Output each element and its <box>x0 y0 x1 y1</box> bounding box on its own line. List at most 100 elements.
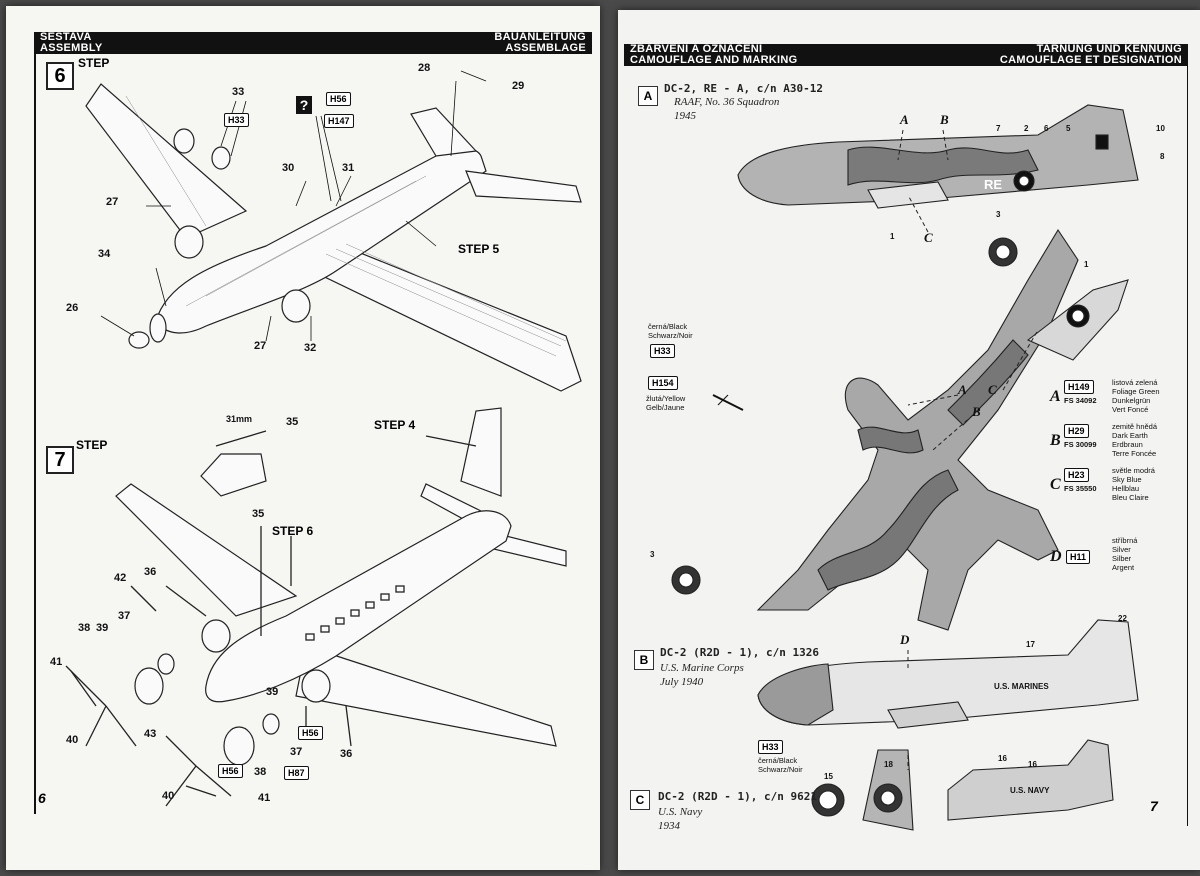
aircraft-code-re: RE <box>984 177 1003 192</box>
profile-c-title: DC-2 (R2D - 1), c/n 9621 <box>658 790 817 803</box>
part-39-top: 39 <box>96 622 109 634</box>
legend-b: B H29 FS 30099 zemitě hnědá Dark Earth E… <box>1050 422 1190 466</box>
prop-paint-2-name-de: Gelb/Jaune <box>646 403 685 412</box>
profile-c-unit: U.S. Navy <box>658 806 703 818</box>
help-icon: ? <box>296 96 312 114</box>
callout-b-plan: B <box>972 404 981 419</box>
part-34: 34 <box>98 248 111 260</box>
part-27-top: 27 <box>106 196 119 208</box>
prop-paint-1-names: černá/Black Schwarz/Noir <box>648 322 693 340</box>
legend-b-letter: B <box>1050 432 1061 449</box>
profile-a-box: A <box>638 86 658 106</box>
legend-b-fs: FS 30099 <box>1064 440 1097 449</box>
profile-b-date: July 1940 <box>660 676 704 688</box>
assembly-page: SESTAVA ASSEMBLY BAUANLEITUNG ASSEMBLAGE… <box>6 6 600 870</box>
marking-2: 2 <box>1024 124 1029 133</box>
prop-paint-h33: H33 <box>650 344 675 358</box>
prop-paint-2-names: žlutá/Yellow Gelb/Jaune <box>646 394 685 412</box>
prop-paint-h154: H154 <box>648 376 678 390</box>
assembly-header-bar: SESTAVA ASSEMBLY BAUANLEITUNG ASSEMBLAGE <box>34 32 592 54</box>
profile-b-paint-name-cz: černá/Black <box>758 756 798 765</box>
header-right: BAUANLEITUNG ASSEMBLAGE <box>494 32 586 54</box>
legend-a-letter: A <box>1050 388 1061 405</box>
header-de: BAUANLEITUNG <box>494 31 586 43</box>
marking-16-b: 16 <box>1028 760 1037 769</box>
marking-6: 6 <box>1044 124 1049 133</box>
legend-a-fs: FS 34092 <box>1064 396 1097 405</box>
callout-c-plan: C <box>988 382 997 397</box>
legend-b-names: zemitě hnědá Dark Earth Erdbraun Terre F… <box>1112 422 1157 458</box>
part-32: 32 <box>304 342 317 354</box>
part-35: 35 <box>252 508 265 520</box>
part-37-bottom: 37 <box>290 746 303 758</box>
paint-legend: A H149 FS 34092 listová zelená Foliage G… <box>1050 378 1190 580</box>
legend-b-name-en: Dark Earth <box>1112 431 1148 440</box>
part-33: 33 <box>232 86 245 98</box>
marking-16-a: 16 <box>998 754 1007 763</box>
frame-left <box>34 54 36 814</box>
profile-a-year: 1945 <box>674 110 696 122</box>
marking-18: 18 <box>884 760 893 769</box>
marking-22: 22 <box>1118 614 1127 623</box>
frame-right <box>1186 66 1188 826</box>
legend-c-names: světle modrá Sky Blue Hellblau Bleu Clai… <box>1112 466 1155 502</box>
profile-c-box: C <box>630 790 650 810</box>
part-26: 26 <box>66 302 79 314</box>
step-7-box: 7 <box>46 446 74 474</box>
legend-a-name-cz: listová zelená <box>1112 378 1158 387</box>
callout-a-top: A <box>900 112 909 127</box>
profile-b-paint-h33: H33 <box>758 740 783 754</box>
legend-d-code: H11 <box>1066 550 1091 564</box>
part-28: 28 <box>418 62 431 74</box>
legend-b-name-de: Erdbraun <box>1112 440 1143 449</box>
callout-a-plan: A <box>958 382 967 397</box>
marking-7: 7 <box>996 124 1001 133</box>
part-41-bottom: 41 <box>258 792 271 804</box>
part-36-left: 36 <box>144 566 157 578</box>
prop-paint-1-name-cz: černá/Black <box>648 322 688 331</box>
paint-h56-step6: H56 <box>326 92 351 106</box>
header-right: TARNUNG UND KENNUNG CAMOUFLAGE ET DESIGN… <box>1000 44 1182 66</box>
legend-c-fs: FS 35550 <box>1064 484 1097 493</box>
legend-d-names: stříbrná Silver Silber Argent <box>1112 536 1137 572</box>
step-5-ref: STEP 5 <box>458 242 500 256</box>
legend-a-names: listová zelená Foliage Green Dunkelgrün … <box>1112 378 1160 414</box>
camouflage-drawing <box>671 104 1139 831</box>
part-30: 30 <box>282 162 295 174</box>
legend-d-name-cz: stříbrná <box>1112 536 1138 545</box>
aircraft-code-marines: U.S. MARINES <box>994 682 1049 691</box>
marking-5: 5 <box>1066 124 1071 133</box>
camouflage-page: ZBARVENÍ A OZNAČENÍ CAMOUFLAGE AND MARKI… <box>618 10 1200 870</box>
marking-3-top: 3 <box>996 210 1001 219</box>
step-6-ref: STEP 6 <box>272 524 314 538</box>
part-31: 31 <box>342 162 355 174</box>
legend-a: A H149 FS 34092 listová zelená Foliage G… <box>1050 378 1190 422</box>
profile-b-title: DC-2 (R2D - 1), c/n 1326 <box>660 646 819 659</box>
page-number-right: 7 <box>1150 798 1158 814</box>
legend-c-name-de: Hellblau <box>1112 484 1140 493</box>
legend-c-letter: C <box>1050 476 1061 493</box>
legend-c-name-en: Sky Blue <box>1112 475 1142 484</box>
legend-d-name-de: Silber <box>1112 554 1132 563</box>
header-en: ASSEMBLY <box>40 42 103 54</box>
part-38-top: 38 <box>78 622 91 634</box>
header-cz: SESTAVA <box>40 31 92 43</box>
step-6-label: STEP <box>78 56 110 70</box>
profile-b-paint-name-de: Schwarz/Noir <box>758 765 803 774</box>
legend-d-name-en: Silver <box>1112 545 1131 554</box>
legend-b-name-cz: zemitě hnědá <box>1112 422 1158 431</box>
legend-a-name-en: Foliage Green <box>1112 387 1160 396</box>
header-fr: ASSEMBLAGE <box>505 42 586 54</box>
header-cz: ZBARVENÍ A OZNAČENÍ <box>630 43 763 55</box>
legend-c-name-fr: Bleu Claire <box>1112 493 1149 502</box>
paint-h147-step6: H147 <box>324 114 354 128</box>
legend-d-letter: D <box>1050 548 1062 565</box>
marking-3-wing: 3 <box>650 550 655 559</box>
legend-c-code: H23 <box>1064 468 1089 482</box>
legend-c-name-cz: světle modrá <box>1112 466 1155 475</box>
profile-b-box: B <box>634 650 654 670</box>
header-left: SESTAVA ASSEMBLY <box>40 32 103 54</box>
part-38-bottom: 38 <box>254 766 267 778</box>
profile-b-paint-names: černá/Black Schwarz/Noir <box>758 756 803 774</box>
legend-d-name-fr: Argent <box>1112 563 1135 572</box>
